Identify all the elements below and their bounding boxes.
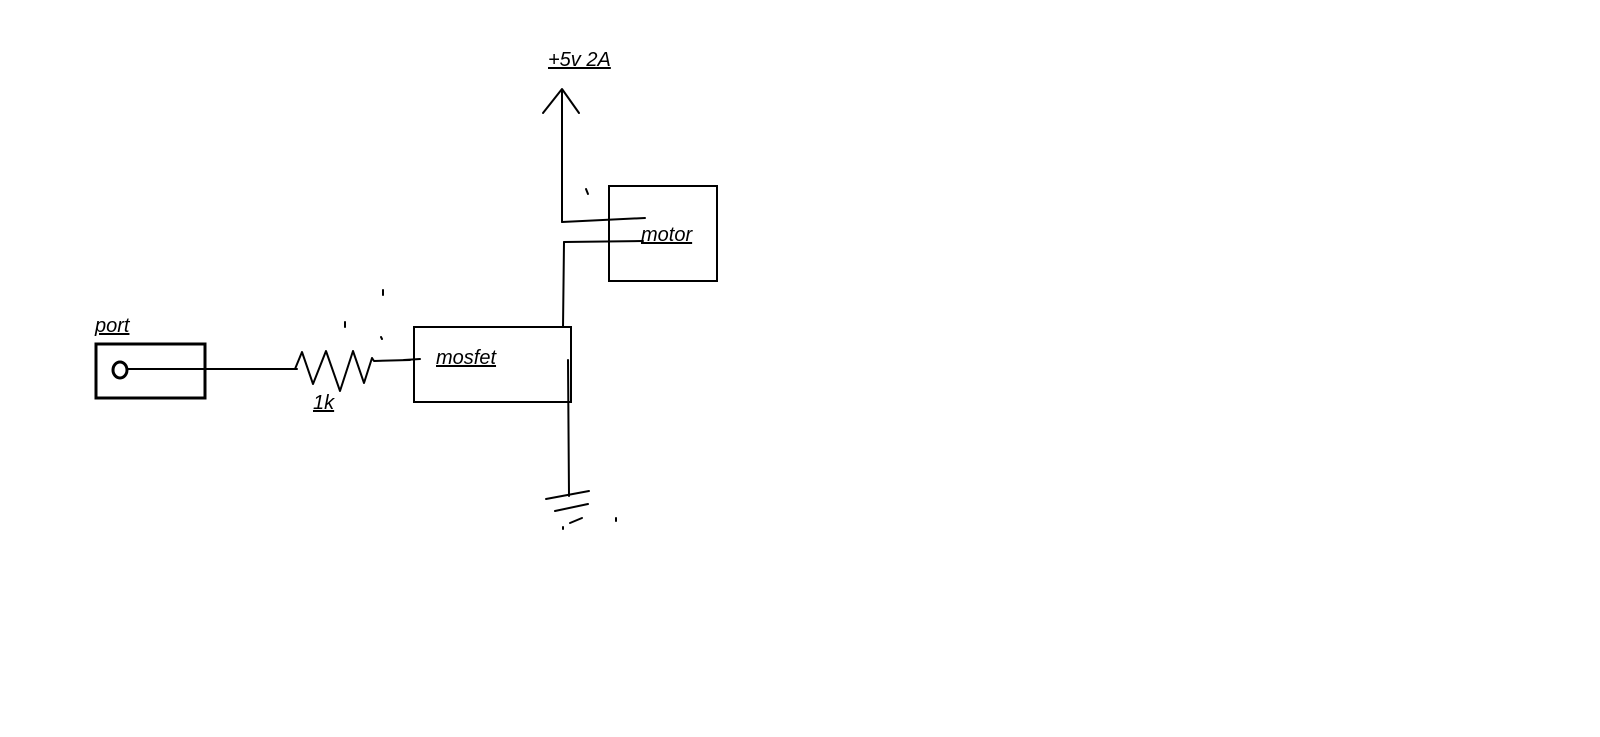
- motor-lead-bottom: [563, 240, 644, 243]
- mosfet-box: [413, 326, 572, 403]
- resistor-zigzag-icon: [294, 350, 411, 392]
- ground-symbol-line-3: [569, 517, 583, 524]
- port-label: port: [94, 315, 131, 337]
- ground-symbol-line-1: [545, 490, 590, 500]
- supply-label: +5v 2A: [548, 49, 611, 71]
- stray-mark: [585, 188, 589, 195]
- drain-wire: [562, 241, 565, 329]
- stray-mark: [380, 336, 383, 340]
- mosfet-label: mosfet: [436, 347, 497, 369]
- motor-lead-top: [561, 217, 646, 223]
- ground-wire: [567, 359, 570, 497]
- motor-box: [608, 185, 718, 282]
- port-terminal-icon: [111, 360, 129, 380]
- ground-symbol-line-2: [554, 503, 589, 512]
- motor-label: motor: [641, 224, 693, 246]
- mosfet-gate-lead: [403, 358, 421, 361]
- resistor-label: 1k: [313, 392, 335, 414]
